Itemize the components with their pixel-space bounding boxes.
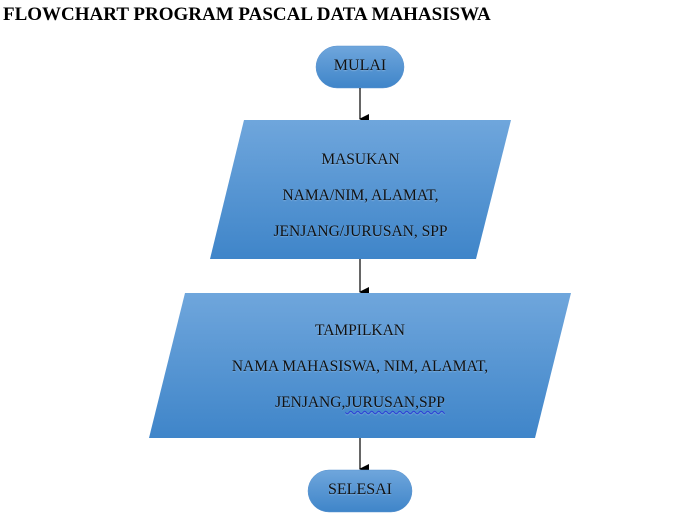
spellcheck-underlined-text: JURUSAN,SPP — [345, 394, 445, 411]
input-label-line-3: JENJANG/JURUSAN, SPP — [273, 223, 448, 240]
output-label-line-2: NAMA MAHASISWA, NIM, ALAMAT, — [231, 358, 489, 375]
end-label: SELESAI — [308, 481, 412, 499]
input-label-line-2: NAMA/NIM, ALAMAT, — [282, 187, 439, 204]
page-title: FLOWCHART PROGRAM PASCAL DATA MAHASISWA — [3, 4, 491, 25]
start-label-text: MULAI — [333, 57, 387, 74]
end-label-text: SELESAI — [328, 481, 392, 498]
output-label-line-3: JENJANG,JURUSAN,SPP — [149, 385, 571, 421]
start-label: MULAI — [316, 57, 404, 75]
input-label-line-1: MASUKAN — [321, 151, 400, 168]
input-label: MASUKAN NAMA/NIM, ALAMAT, JENJANG/JURUSA… — [210, 142, 511, 250]
end-terminator-shape[interactable] — [307, 469, 413, 513]
output-label-line-3-prefix: JENJANG, — [275, 394, 346, 411]
output-label-line-1: TAMPILKAN — [314, 322, 406, 339]
input-parallelogram-shape[interactable] — [210, 120, 511, 259]
output-label: TAMPILKAN NAMA MAHASISWA, NIM, ALAMAT, J… — [149, 313, 571, 421]
output-parallelogram-shape[interactable] — [149, 293, 571, 438]
